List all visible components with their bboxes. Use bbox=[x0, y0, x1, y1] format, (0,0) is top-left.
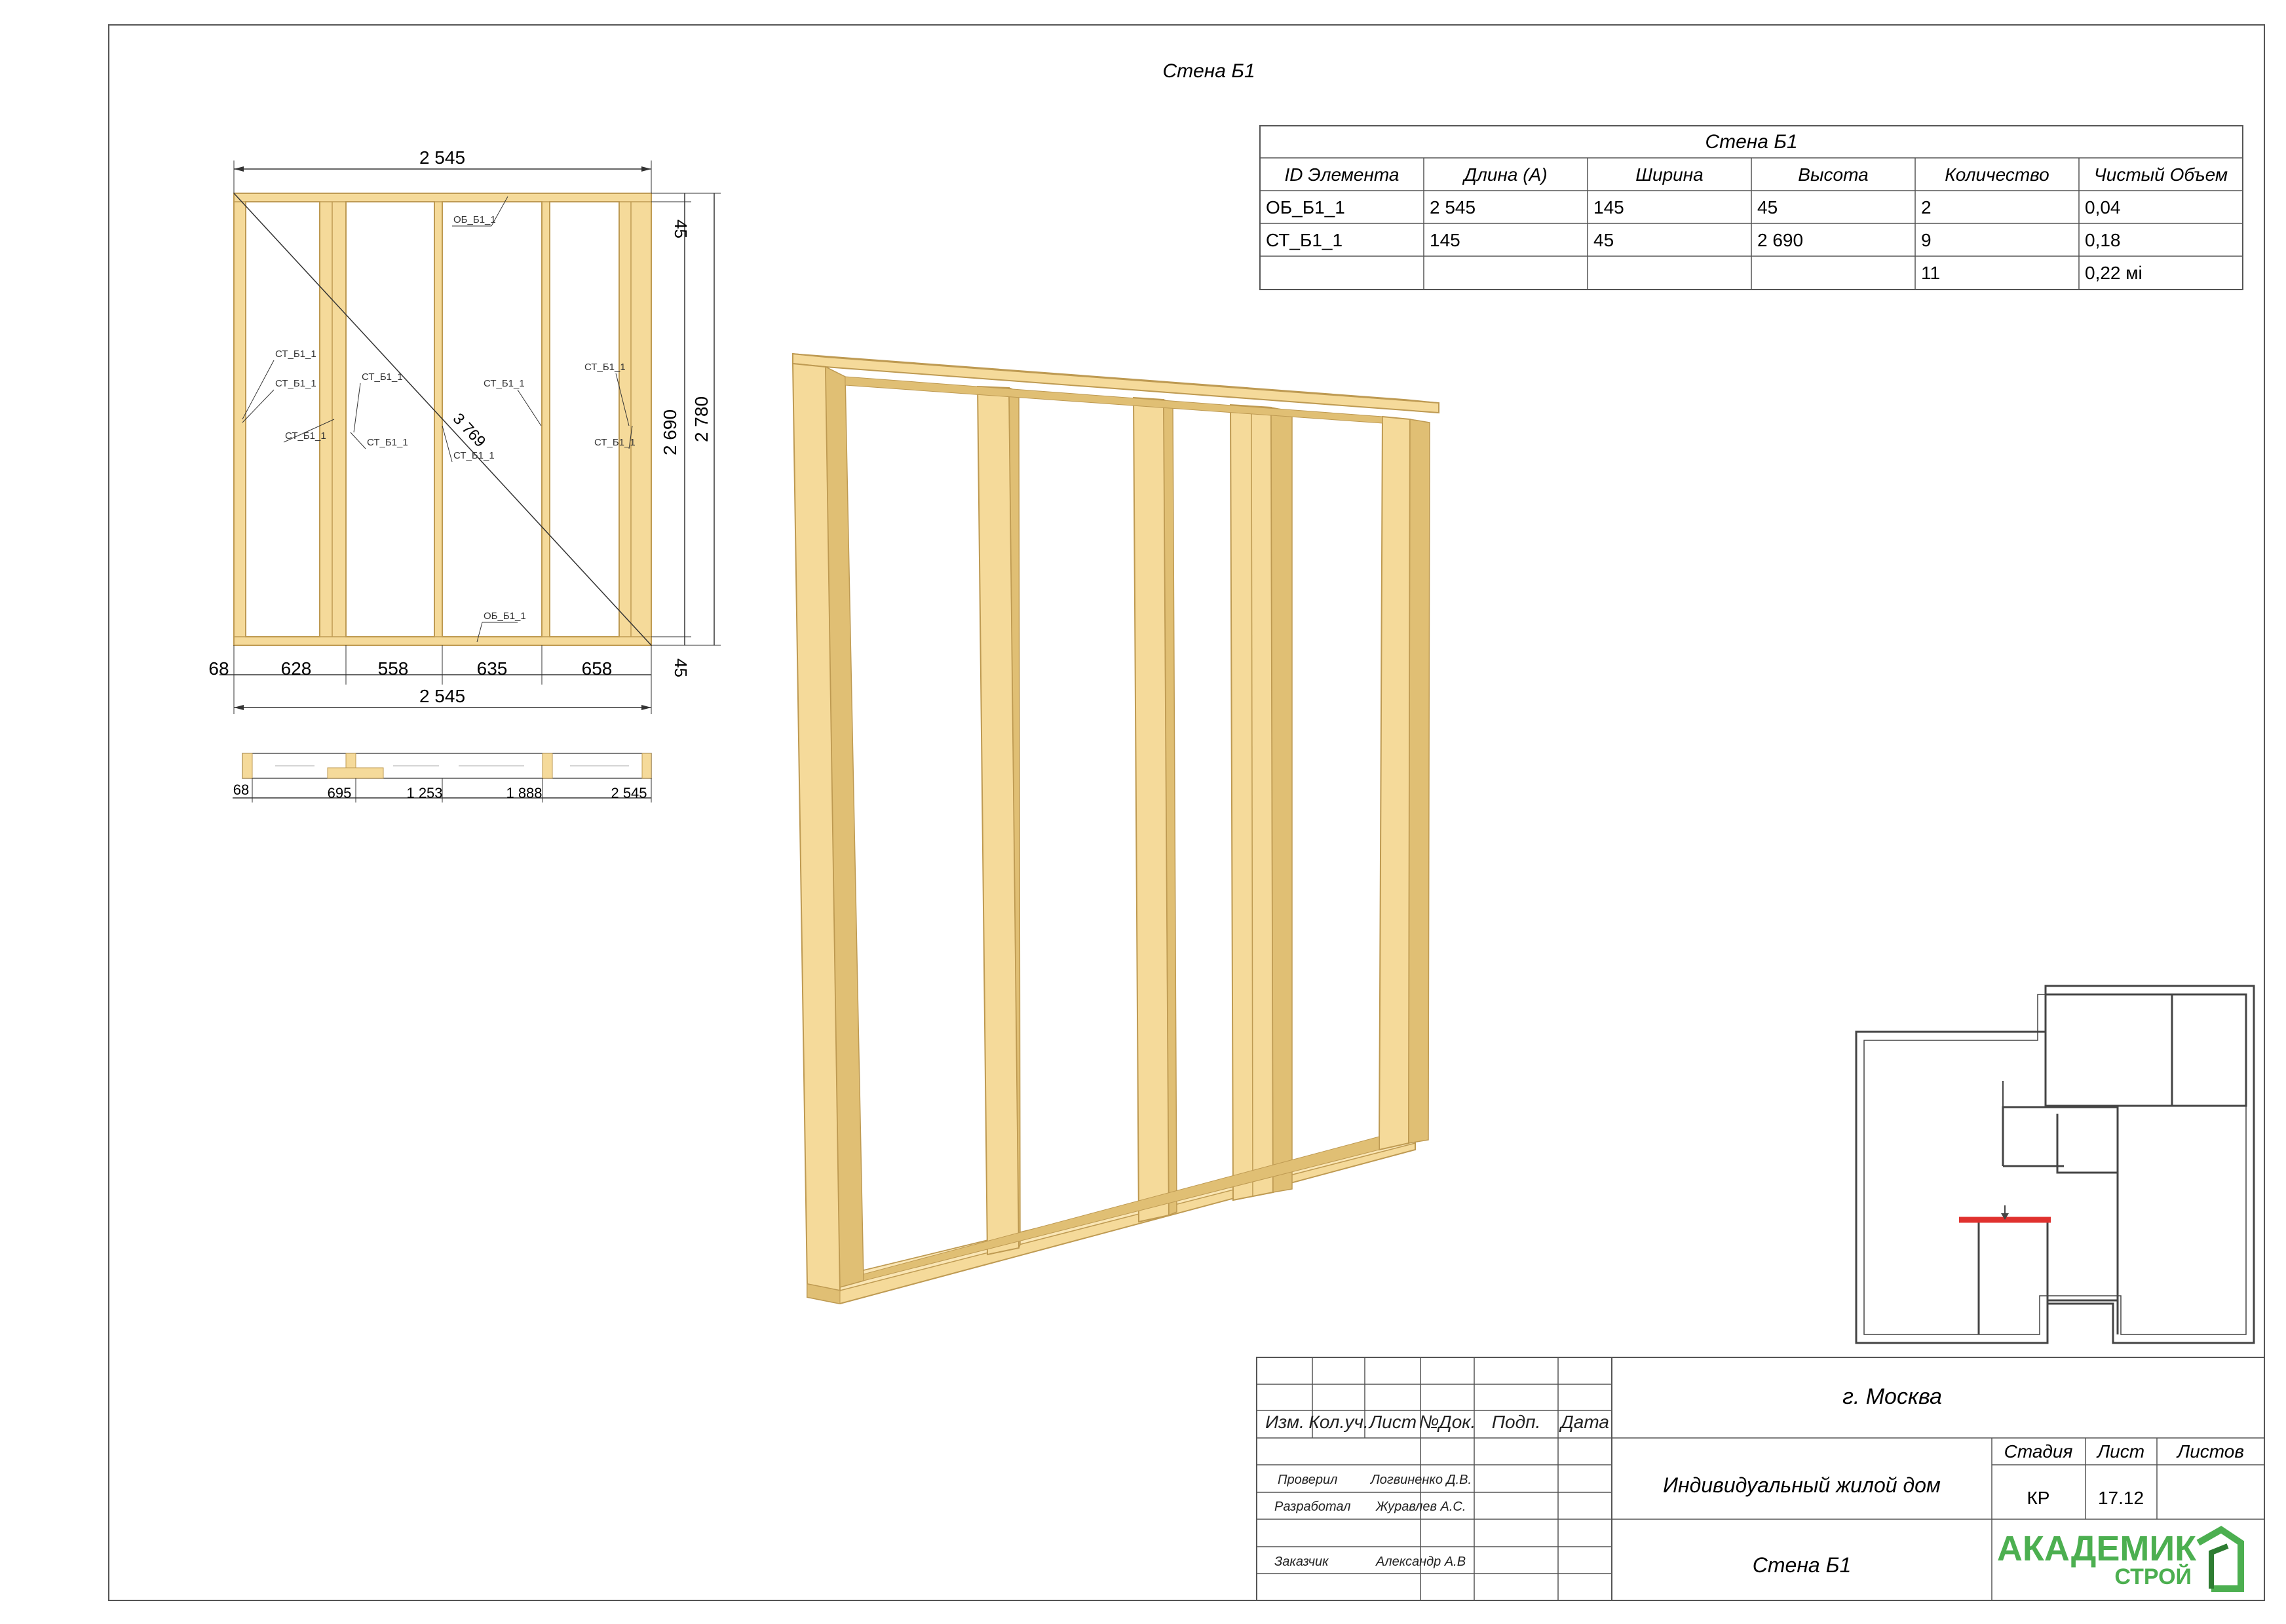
dim-45-bottom: 45 bbox=[671, 658, 691, 677]
tb-sheet-value: 17.12 bbox=[2098, 1488, 2144, 1508]
wall-3d-view bbox=[791, 352, 1439, 1305]
table-cell: 2 545 bbox=[1430, 197, 1476, 217]
frame-opening bbox=[245, 201, 320, 637]
company-logo: АКАДЕМИК СТРОЙ bbox=[1997, 1526, 2244, 1592]
plan-strip: 68 695 1 253 1 888 2 545 bbox=[233, 753, 652, 803]
tb-sheet-name: Стена Б1 bbox=[1753, 1553, 1851, 1577]
sheet-title: Стена Б1 bbox=[1162, 60, 1255, 82]
frame-opening bbox=[345, 201, 435, 637]
table-cell: 45 bbox=[1593, 230, 1614, 250]
table-cell: 9 bbox=[1921, 230, 1932, 250]
diagonal-line bbox=[233, 193, 652, 646]
tb-col-list: Лист bbox=[1368, 1412, 1417, 1432]
label-stud-6: СТ_Б1_1 bbox=[484, 378, 525, 389]
table-header-length: Длина (A) bbox=[1462, 164, 1547, 185]
tb-name-client: Александр А.В bbox=[1375, 1555, 1466, 1569]
plan-ord-3: 1 888 bbox=[506, 785, 542, 801]
table-cell: 2 bbox=[1921, 197, 1932, 217]
dim-bay-2: 558 bbox=[378, 658, 409, 679]
table-header-width: Ширина bbox=[1635, 164, 1703, 185]
plan-ord-1: 695 bbox=[328, 785, 352, 801]
sheet-border bbox=[108, 24, 2265, 1601]
table-header-qty: Количество bbox=[1945, 164, 2049, 185]
key-plan bbox=[1855, 985, 2255, 1344]
dim-bay-3: 635 bbox=[477, 658, 508, 679]
table-cell: 145 bbox=[1430, 230, 1460, 250]
label-stud-9: СТ_Б1_1 bbox=[594, 437, 636, 448]
dim-bay-0: 68 bbox=[208, 658, 229, 679]
logo-text-main: АКАДЕМИК bbox=[1997, 1529, 2197, 1568]
label-stud-2: СТ_Б1_1 bbox=[275, 378, 316, 389]
frame-opening bbox=[549, 201, 620, 637]
table-cell: ОБ_Б1_1 bbox=[1266, 197, 1345, 217]
table-cell: 45 bbox=[1757, 197, 1778, 217]
tb-role-developed: Разработал bbox=[1274, 1500, 1351, 1514]
label-bottom-plate: ОБ_Б1_1 bbox=[484, 611, 526, 622]
logo-house-icon bbox=[2196, 1526, 2244, 1592]
table-title: Стена Б1 bbox=[1705, 131, 1797, 153]
title-block bbox=[1256, 1357, 2265, 1601]
dim-45-top: 45 bbox=[671, 219, 691, 238]
table-cell: 0,22 мі bbox=[2085, 263, 2143, 283]
tb-col-podp: Подп. bbox=[1492, 1412, 1541, 1432]
tb-name-developed: Журавлев А.С. bbox=[1375, 1500, 1466, 1514]
dim-height-inner: 2 690 bbox=[660, 409, 680, 455]
table-cell: 0,18 bbox=[2085, 230, 2121, 250]
dim-bottom-width: 2 545 bbox=[419, 686, 465, 706]
label-top-plate: ОБ_Б1_1 bbox=[453, 214, 496, 225]
tb-col-koluch: Кол.уч. bbox=[1308, 1412, 1368, 1432]
plan-ord-2: 1 253 bbox=[406, 785, 442, 801]
tb-stage-header: Стадия bbox=[2004, 1441, 2073, 1462]
tb-col-data: Дата bbox=[1559, 1412, 1609, 1432]
plan-ord-4: 2 545 bbox=[611, 785, 647, 801]
table-cell: 0,04 bbox=[2085, 197, 2121, 217]
table-cell: 145 bbox=[1593, 197, 1624, 217]
tb-role-checked: Проверил bbox=[1278, 1473, 1337, 1487]
tb-stage-value: КР bbox=[2027, 1488, 2050, 1508]
label-stud-3: СТ_Б1_1 bbox=[285, 430, 326, 442]
tb-role-client: Заказчик bbox=[1274, 1555, 1329, 1569]
tb-name-checked: Логвиненко Д.В. bbox=[1369, 1473, 1472, 1487]
table-cell: 2 690 bbox=[1757, 230, 1803, 250]
tb-project: Индивидуальный жилой дом bbox=[1663, 1473, 1941, 1497]
dim-top-width: 2 545 bbox=[419, 147, 465, 168]
table-header-volume: Чистый Объем bbox=[2094, 164, 2228, 185]
label-stud-4: СТ_Б1_1 bbox=[362, 371, 403, 383]
tb-sheet-header: Лист bbox=[2096, 1441, 2144, 1462]
frame-opening bbox=[442, 201, 543, 637]
label-stud-1: СТ_Б1_1 bbox=[275, 349, 316, 360]
tb-col-izm: Изм. bbox=[1265, 1412, 1305, 1432]
tb-col-ndoc: №Док. bbox=[1419, 1412, 1476, 1432]
dim-bay-1: 628 bbox=[281, 658, 312, 679]
dim-bay-4: 658 bbox=[582, 658, 613, 679]
table-cell: 11 bbox=[1921, 263, 1940, 283]
logo-text-sub: СТРОЙ bbox=[2114, 1564, 2192, 1589]
dim-height-outer: 2 780 bbox=[691, 396, 712, 442]
tb-sheets-header: Листов bbox=[2176, 1441, 2244, 1462]
plan-ord-0: 68 bbox=[233, 782, 249, 798]
table-cell: СТ_Б1_1 bbox=[1266, 230, 1343, 250]
table-header-height: Высота bbox=[1798, 164, 1868, 185]
tb-city: г. Москва bbox=[1842, 1384, 1942, 1409]
spec-table: Стена Б1 ID Элемента Длина (A) Ширина Вы… bbox=[1259, 125, 2243, 290]
label-stud-7: СТ_Б1_1 bbox=[453, 450, 495, 461]
wall-elevation: 3 769 2 545 68 628 558 635 658 2 545 bbox=[208, 147, 721, 714]
label-stud-8: СТ_Б1_1 bbox=[584, 362, 626, 373]
table-header-id: ID Элемента bbox=[1284, 164, 1399, 185]
label-stud-5: СТ_Б1_1 bbox=[367, 437, 408, 448]
view-arrow-head bbox=[2001, 1213, 2009, 1220]
